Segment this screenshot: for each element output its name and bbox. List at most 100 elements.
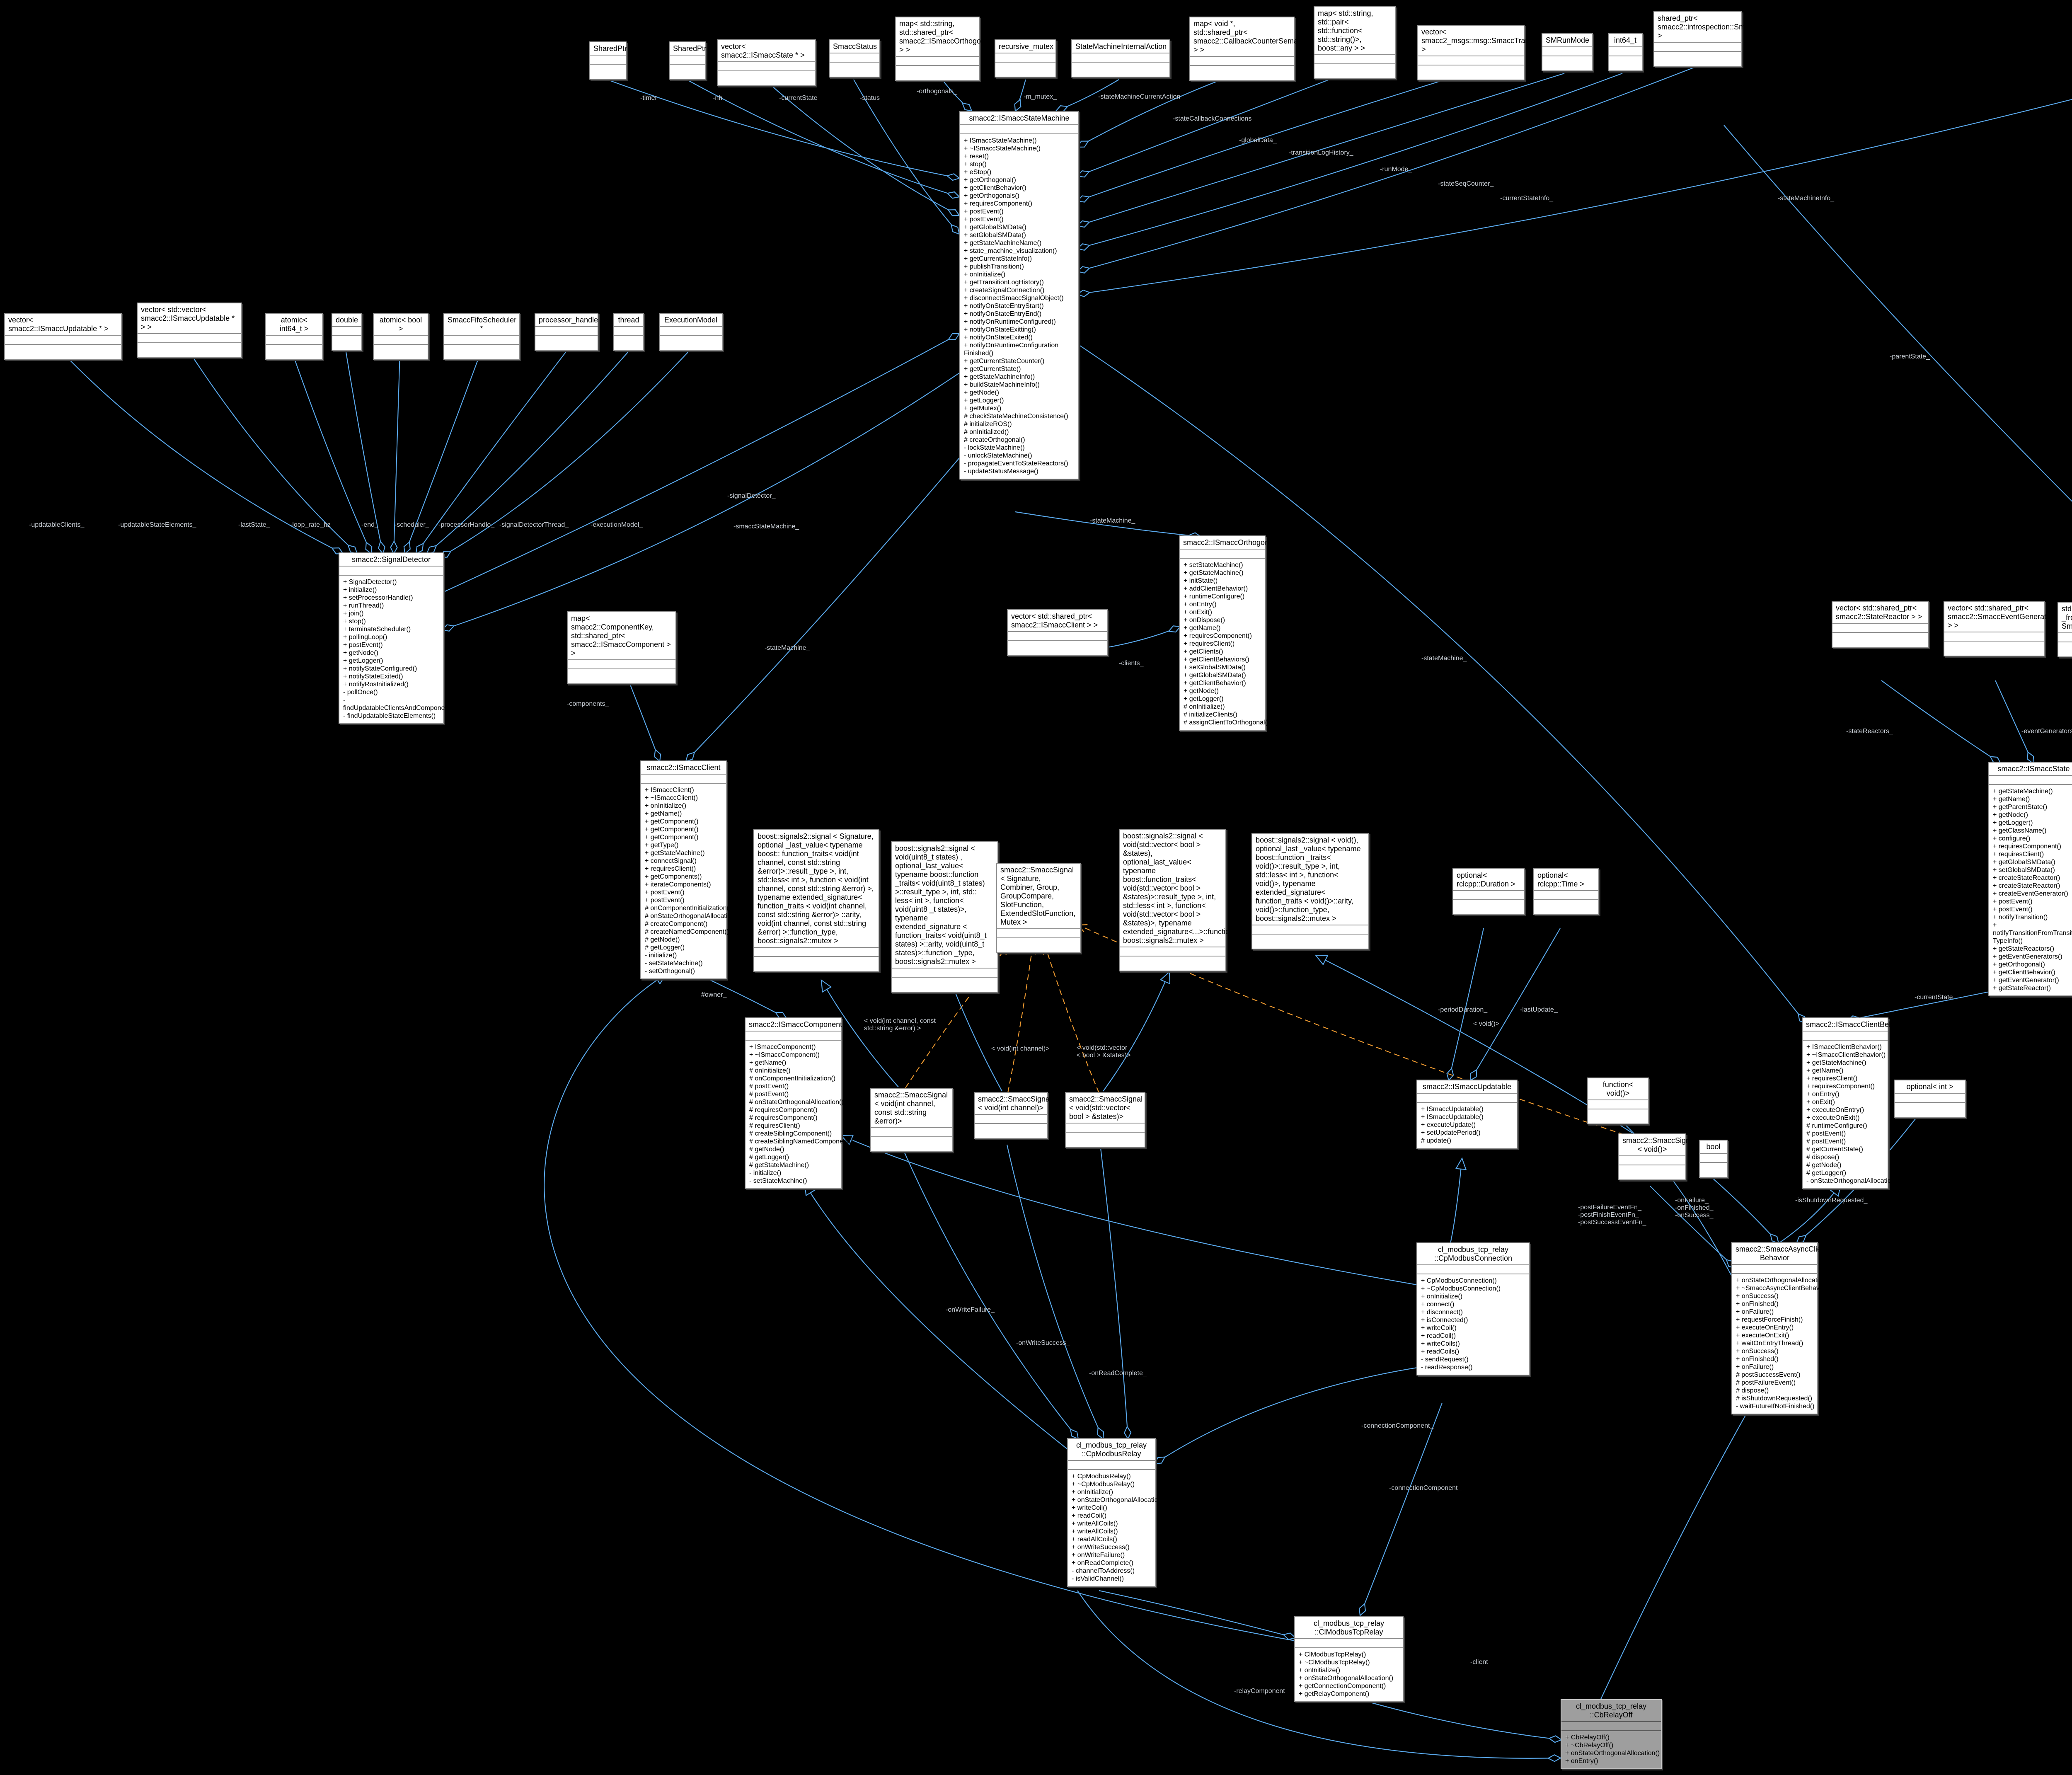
edge-label: -nh_ [713, 94, 726, 102]
class-box-bool[interactable]: bool [1699, 1140, 1728, 1178]
aggregation-diamond-icon [1076, 266, 1091, 274]
class-box-sp-stateinfo[interactable]: shared_ptr< smacc2::introspection::Smacc… [1653, 11, 1786, 67]
class-box-cl-modbus-tcp-relay[interactable]: cl_modbus_tcp_relay::ClModbusTcpRelay+ C… [1294, 1616, 1404, 1702]
member: + onInitialize() [1072, 1489, 1113, 1496]
attributes-compartment [1190, 57, 1294, 66]
edge-label: -currentStateInfo_ [1500, 195, 1554, 202]
class-box-smaccstatus[interactable]: SmaccStatus [829, 39, 880, 77]
class-box-int64-t[interactable]: int64_t [1608, 33, 1643, 71]
class-box-sig-tpl-void[interactable]: boost::signals2::signal < void(), option… [1251, 833, 1369, 949]
class-box-execution-model[interactable]: ExecutionModel [659, 313, 723, 351]
methods-compartment [1619, 1165, 1685, 1179]
class-box-sig-channel[interactable]: smacc2::SmaccSignal < void(int channel)> [974, 1092, 1051, 1139]
class-box-processor-handle[interactable]: processor_handle [535, 313, 598, 351]
aggregation-diamond-icon [1076, 220, 1090, 228]
class-box-vector-clients[interactable]: vector< std::shared_ptr< smacc2::ISmaccC… [1007, 609, 1108, 656]
class-box-vector-vector-updatable[interactable]: vector< std::vector< smacc2::ISmaccUpdat… [137, 303, 242, 358]
class-box-smaccsignal-void[interactable]: smacc2::SmaccSignal< void()> [1618, 1133, 1696, 1180]
edge-agg-3 [853, 79, 960, 235]
class-box-vector-translog[interactable]: vector< smacc2_msgs::msg::SmaccTransitio… [1417, 25, 1576, 80]
edge-agg-59 [1713, 1179, 1779, 1244]
class-box-ismacc-orthogonal[interactable]: smacc2::ISmaccOrthogonal+ setStateMachin… [1179, 535, 1275, 731]
member: # getCurrentState() [1806, 1146, 1863, 1153]
methods-compartment [1588, 1109, 1648, 1124]
class-box-map-globaldata[interactable]: map< std::string, std::pair< std::functi… [1314, 6, 1396, 79]
attributes-compartment [1542, 47, 1592, 56]
edge-agg-18 [291, 352, 372, 554]
edge-agg-28 [1100, 626, 1181, 649]
member: # getLogger() [1806, 1170, 1847, 1177]
class-box-ismacc-clientbehavior[interactable]: smacc2::ISmaccClientBehavior+ ISmaccClie… [1802, 1017, 1909, 1189]
class-box-function-void[interactable]: function< void()> [1587, 1078, 1649, 1124]
class-box-vector-ismaccstate[interactable]: vector< smacc2::ISmaccState * > [717, 39, 816, 86]
member: + postEvent() [343, 642, 383, 649]
methods-compartment: + SignalDetector()+ initialize()+ setPro… [339, 576, 458, 723]
class-box-sharedptr-node[interactable]: SharedPtr [669, 41, 707, 80]
edge-label: -currentState_ [779, 94, 821, 102]
class-title: bool [1700, 1141, 1727, 1154]
class-box-cb-relay-off[interactable]: cl_modbus_tcp_relay::CbRelayOff+ CbRelay… [1561, 1699, 1662, 1769]
class-box-ismacc-statemachine[interactable]: smacc2::ISmaccStateMachine+ ISmaccStateM… [959, 111, 1079, 479]
member: + getGlobalSMData() [1993, 859, 2055, 866]
class-box-optional-duration[interactable]: optional< rclcpp::Duration > [1452, 868, 1525, 915]
class-box-ismacc-component[interactable]: smacc2::ISmaccComponent+ ISmaccComponent… [745, 1017, 853, 1189]
attributes-compartment [1619, 1156, 1685, 1165]
edge-label: -executionModel_ [591, 521, 643, 528]
class-box-ismacc-client[interactable]: smacc2::ISmaccClient+ ISmaccClient()+ ~I… [640, 760, 739, 979]
methods-compartment [1072, 63, 1169, 77]
methods-compartment [718, 71, 815, 85]
class-box-atomic-bool[interactable]: atomic< bool > [373, 313, 428, 360]
class-box-vector-statereactors[interactable]: vector< std::shared_ptr< smacc2::StateRe… [1832, 601, 1929, 648]
class-box-ismacc-state[interactable]: smacc2::ISmaccState+ getStateMachine()+ … [1988, 762, 2072, 996]
class-box-map-callback-semaphore[interactable]: map< void *, std::shared_ptr< smacc2::Ca… [1189, 17, 1317, 81]
member: + join() [343, 610, 364, 617]
class-box-sig-tpl-u8[interactable]: boost::signals2::signal < void(uint8_t s… [891, 841, 998, 993]
member: # postEvent() [749, 1091, 789, 1098]
class-box-cp-modbus-relay[interactable]: cl_modbus_tcp_relay::CpModbusRelay+ CpMo… [1067, 1438, 1166, 1587]
class-box-sig-vec[interactable]: smacc2::SmaccSignal < void(std::vector< … [1065, 1092, 1145, 1148]
class-box-vector-updatable[interactable]: vector< smacc2::ISmaccUpdatable * > [4, 313, 122, 360]
edge-inh-51 [821, 980, 899, 1087]
aggregation-diamond-icon [946, 191, 961, 199]
class-box-vector-eventgenerators[interactable]: vector< std::shared_ptr< smacc2::SmaccEv… [1944, 601, 2053, 656]
attributes-compartment [1417, 1094, 1517, 1103]
edge-tpl-49 [1044, 945, 1100, 1093]
class-box-enable-shared[interactable]: std::enable_shared _from_this< SmaccStat… [2057, 602, 2072, 657]
class-box-ismacc-updatable[interactable]: smacc2::ISmaccUpdatable+ ISmaccUpdatable… [1416, 1080, 1518, 1149]
class-box-smrunmode[interactable]: SMRunMode [1542, 33, 1593, 71]
member: + getType() [645, 842, 679, 849]
class-box-optional-time[interactable]: optional< rclcpp::Time > [1533, 868, 1599, 915]
class-box-statemachine-internal-action[interactable]: StateMachineInternalAction [1071, 39, 1170, 77]
member: # isShutdownRequested() [1736, 1395, 1813, 1402]
class-box-recursive-mutex[interactable]: recursive_mutex [995, 39, 1056, 77]
edge-label: -signalDetector_ [727, 492, 776, 499]
class-box-thread[interactable]: thread [613, 313, 644, 351]
class-box-cp-modbus-connection[interactable]: cl_modbus_tcp_relay::CpModbusConnection+… [1416, 1242, 1530, 1375]
class-box-map-orthogonals[interactable]: map< std::string, std::shared_ptr< smacc… [895, 17, 991, 81]
class-box-optional-int[interactable]: optional< int > [1894, 1080, 1966, 1118]
member: + initialize() [343, 586, 377, 593]
edge-agg-12 [1077, 66, 1695, 272]
edge-label: -onReadComplete_ [1089, 1370, 1147, 1377]
class-box-map-components[interactable]: map< smacc2::ComponentKey, std::shared_p… [567, 611, 676, 684]
class-box-atomic-int64[interactable]: atomic< int64_t > [265, 313, 323, 360]
member: + setGlobalSMData() [1993, 867, 2055, 874]
class-box-fifo-scheduler[interactable]: SmaccFifoScheduler * [443, 313, 520, 360]
class-box-smaccsignal-tpl[interactable]: smacc2::SmaccSignal < Signature, Combine… [996, 863, 1081, 953]
member: + createStateReactor() [1993, 874, 2060, 881]
class-box-sharedptr-timer[interactable]: SharedPtr [589, 41, 627, 80]
attributes-compartment [1417, 1265, 1529, 1274]
class-box-sig-tpl-err[interactable]: boost::signals2::signal < Signature, opt… [753, 829, 879, 972]
member: - channelToAddress() [1072, 1567, 1135, 1574]
class-box-sig-err[interactable]: smacc2::SmaccSignal < void(int channel, … [870, 1088, 953, 1152]
member: + CbRelayOff() [1565, 1734, 1610, 1741]
class-box-sig-tpl-vec[interactable]: boost::signals2::signal < void(std::vect… [1119, 829, 1254, 971]
inheritance-arrow-icon [1159, 971, 1171, 985]
member: + getStateReactor() [1993, 985, 2051, 992]
class-box-double[interactable]: double [332, 313, 362, 351]
member: + ~CbRelayOff() [1565, 1742, 1614, 1749]
class-box-signal-detector[interactable]: smacc2::SignalDetector+ SignalDetector()… [339, 552, 458, 724]
edge-inh-34 [841, 1135, 1417, 1286]
member: + setStateMachine() [1184, 562, 1243, 569]
